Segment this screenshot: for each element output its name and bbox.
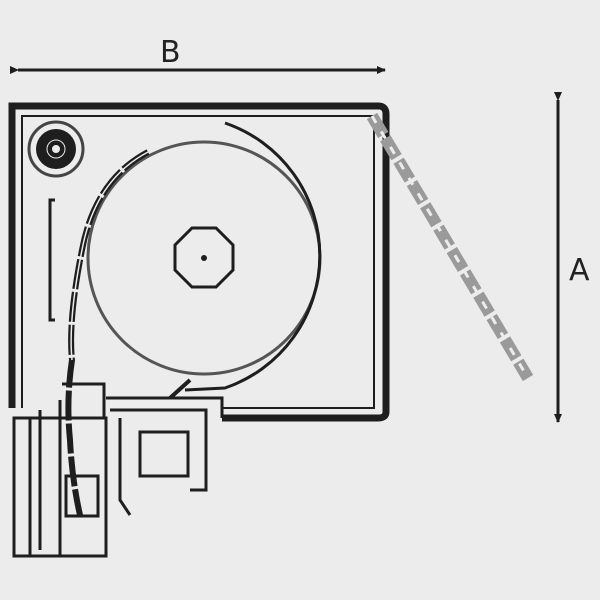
dimension-a-label: A <box>569 253 590 288</box>
guide-profile <box>12 378 224 558</box>
dimension-b-label: B <box>160 35 181 70</box>
roller <box>86 121 322 392</box>
axle-octagon <box>173 226 235 289</box>
curtain-wrapped <box>65 149 150 516</box>
pulley <box>27 120 85 178</box>
external-slats <box>366 112 534 382</box>
box-frame <box>8 102 390 422</box>
